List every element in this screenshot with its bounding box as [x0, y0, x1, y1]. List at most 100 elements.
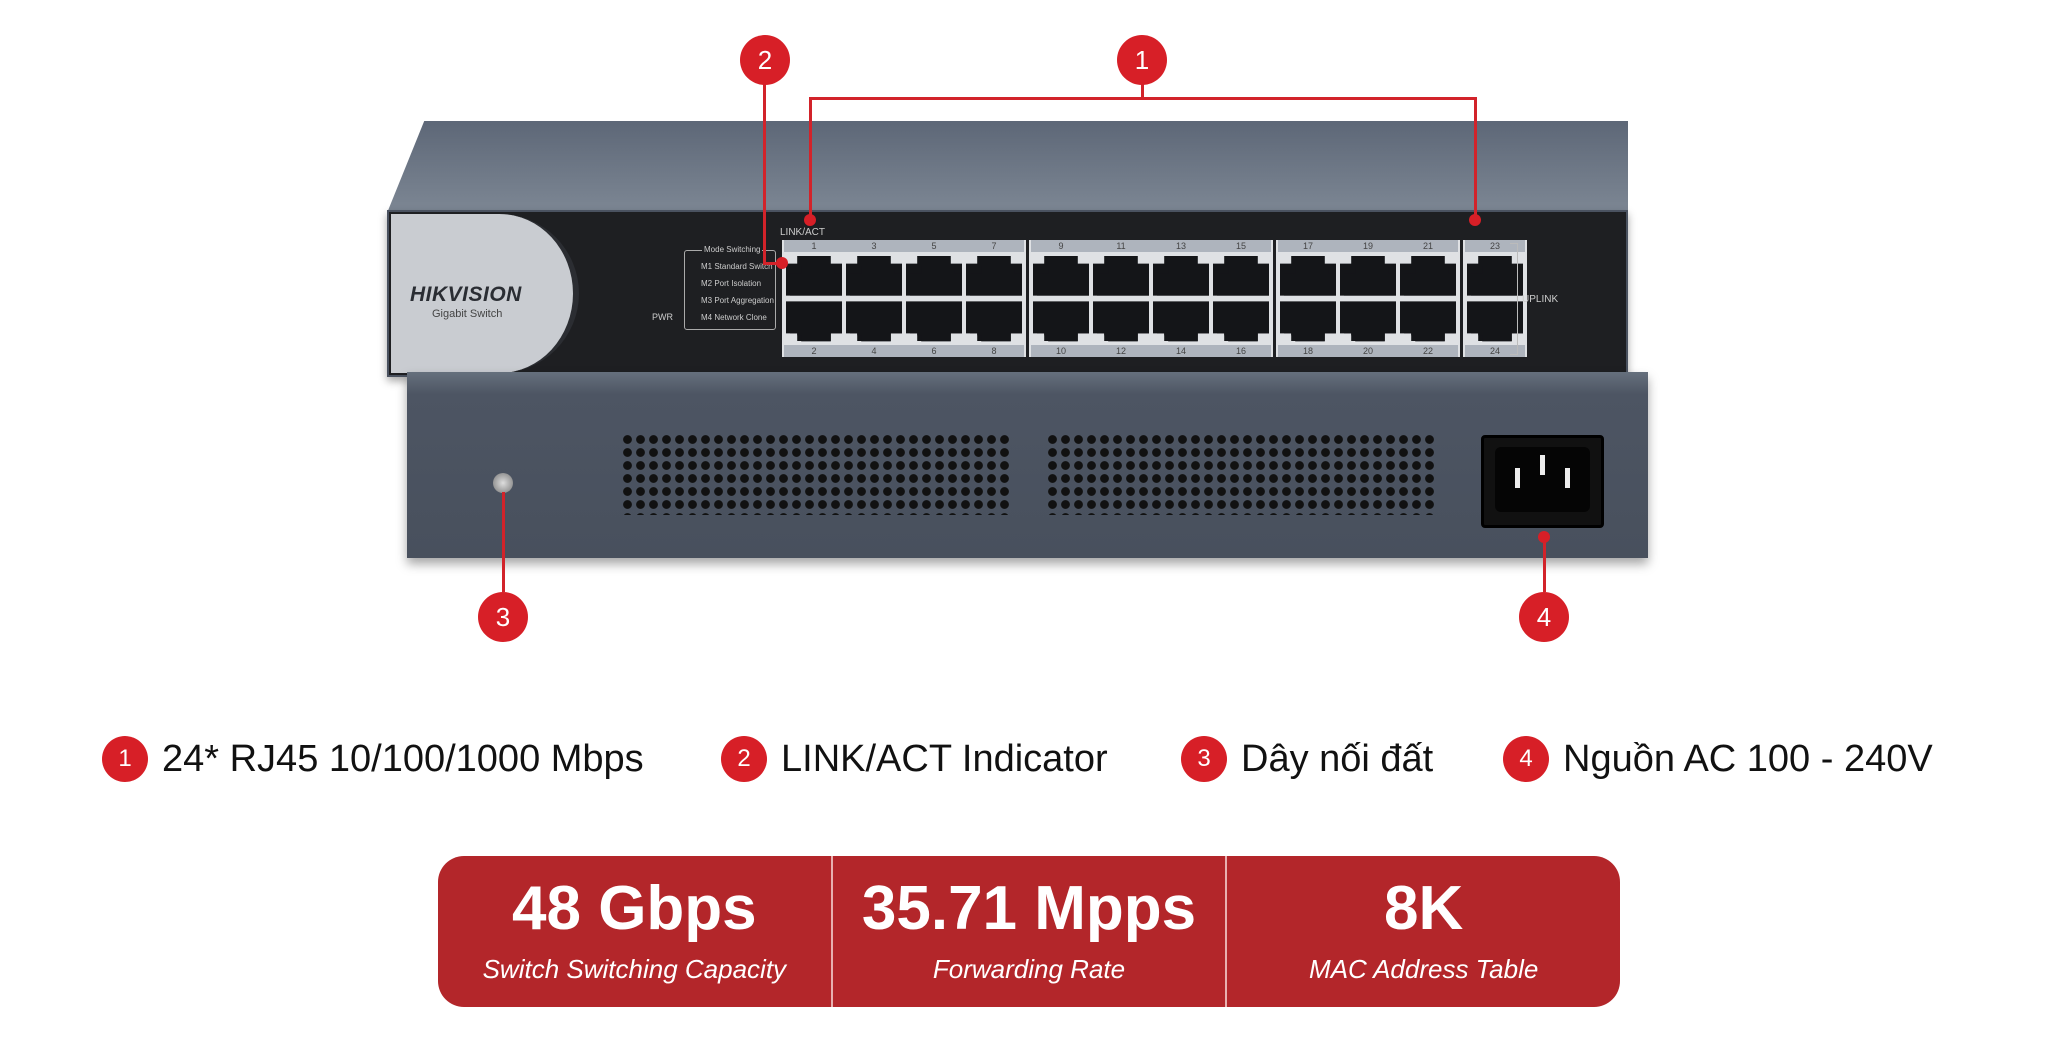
port-number: 7	[964, 240, 1024, 252]
rj45-port[interactable]	[906, 301, 962, 342]
socket-pin	[1515, 468, 1520, 488]
port-row-top	[784, 254, 1024, 298]
legend-text: Nguồn AC 100 - 240V	[1563, 737, 1933, 780]
rj45-port[interactable]	[786, 301, 842, 342]
link-led-icon	[1217, 303, 1269, 342]
port-row-bottom	[1465, 299, 1525, 343]
mode-m3: M3 Port Aggregation	[701, 296, 774, 305]
rj45-port[interactable]	[786, 255, 842, 296]
callout-dot	[776, 257, 788, 269]
link-act-label: LINK/ACT	[780, 227, 826, 238]
port-row-top	[1465, 254, 1525, 298]
legend-number: 2	[721, 736, 767, 782]
rj45-port[interactable]	[966, 255, 1022, 296]
callout-dot	[1538, 531, 1550, 543]
rj45-port[interactable]	[1213, 255, 1269, 296]
port-number: 2	[784, 344, 844, 357]
rj45-port[interactable]	[1093, 301, 1149, 342]
pwr-label: PWR	[652, 312, 673, 322]
port-number: 6	[904, 344, 964, 357]
rj45-port[interactable]	[1153, 301, 1209, 342]
callout-line	[763, 262, 781, 265]
port-row-bottom	[1031, 299, 1271, 343]
rj45-port[interactable]	[1400, 255, 1456, 296]
link-led-icon	[910, 303, 962, 342]
rj45-port[interactable]	[846, 301, 902, 342]
rj45-port[interactable]	[1213, 301, 1269, 342]
socket-pin	[1565, 468, 1570, 488]
callout-line	[809, 97, 1477, 100]
mode-title: Mode Switching	[702, 245, 763, 254]
rj45-port[interactable]	[1280, 255, 1336, 296]
port-number: 15	[1211, 240, 1271, 252]
socket-pin	[1540, 455, 1545, 475]
port-row-top	[1031, 254, 1271, 298]
legend-item: 1 24* RJ45 10/100/1000 Mbps	[102, 736, 644, 782]
mode-m1: M1 Standard Switch	[701, 262, 773, 271]
legend-text: 24* RJ45 10/100/1000 Mbps	[162, 737, 644, 780]
link-led-icon	[970, 303, 1022, 342]
port-number: 20	[1338, 344, 1398, 357]
rj45-port[interactable]	[1340, 255, 1396, 296]
link-led-icon	[1471, 303, 1523, 342]
port-number: 13	[1151, 240, 1211, 252]
link-led-icon	[1404, 303, 1456, 342]
port-number: 3	[844, 240, 904, 252]
rj45-port[interactable]	[1093, 255, 1149, 296]
callout-4: 4	[1519, 592, 1569, 642]
port-number: 19	[1338, 240, 1398, 252]
mode-m4: M4 Network Clone	[701, 313, 767, 322]
mode-m2: M2 Port Isolation	[701, 279, 762, 288]
brand-logo: HIKVISION	[410, 283, 522, 306]
port-number: 10	[1031, 344, 1091, 357]
link-led-icon	[1037, 303, 1089, 342]
stat-value: 8K	[1384, 874, 1464, 943]
port-row-bottom	[784, 299, 1024, 343]
stat-value: 35.71 Mpps	[861, 874, 1197, 943]
link-led-icon	[1344, 303, 1396, 342]
port-number: 16	[1211, 344, 1271, 357]
port-number: 11	[1091, 240, 1151, 252]
rj45-port[interactable]	[906, 255, 962, 296]
port-number: 1	[784, 240, 844, 252]
uplink-label: UPLINK	[1522, 294, 1559, 305]
callout-line	[763, 84, 766, 265]
port-number: 4	[844, 344, 904, 357]
vent-grille-right	[1046, 433, 1436, 515]
callout-line	[809, 97, 812, 219]
port-number: 9	[1031, 240, 1091, 252]
vent-grille-left	[621, 433, 1011, 515]
rj45-port[interactable]	[1400, 301, 1456, 342]
rj45-port[interactable]	[1033, 301, 1089, 342]
rj45-port[interactable]	[1033, 255, 1089, 296]
port-number: 8	[964, 344, 1024, 357]
rj45-port[interactable]	[966, 301, 1022, 342]
port-row-top	[1278, 254, 1458, 298]
rj45-port[interactable]	[846, 255, 902, 296]
port-number: 12	[1091, 344, 1151, 357]
link-led-icon	[1284, 303, 1336, 342]
rj45-port[interactable]	[1153, 255, 1209, 296]
callout-line	[1474, 97, 1477, 219]
legend-text: Dây nối đất	[1241, 737, 1434, 780]
legend-number: 1	[102, 736, 148, 782]
rj45-port[interactable]	[1340, 301, 1396, 342]
rj45-port[interactable]	[1280, 301, 1336, 342]
callout-3: 3	[478, 592, 528, 642]
legend-number: 4	[1503, 736, 1549, 782]
callout-line	[1141, 84, 1144, 99]
link-led-icon	[1157, 303, 1209, 342]
callout-dot	[1469, 214, 1481, 226]
